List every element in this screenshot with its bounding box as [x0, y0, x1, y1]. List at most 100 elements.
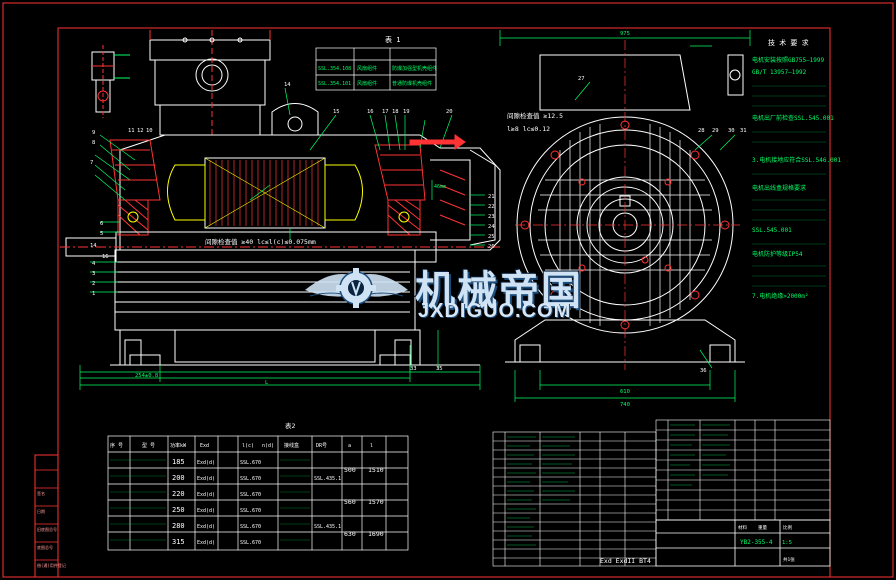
t2-header-9: l — [370, 443, 373, 449]
note-line-5: SSL.545.001 — [752, 227, 792, 234]
t2-code-2: SSL.670 — [240, 492, 261, 498]
t2-header-1: 型 号 — [142, 442, 155, 449]
t2-header-5: n(d) — [262, 443, 274, 449]
parts-list-right — [655, 419, 831, 521]
part-num-left-8: 1 — [92, 291, 95, 297]
left-strip-label-4: 借(通)用件登记 — [37, 562, 66, 568]
title-scale: 1:5 — [782, 540, 792, 546]
dim-740: 740 — [620, 402, 630, 408]
left-strip-label-2: 旧底图总号 — [37, 526, 57, 532]
end-view-dimensions — [499, 30, 751, 402]
part-num-left-4: 5 — [100, 231, 103, 237]
part-num-end-2: 29 — [712, 128, 719, 134]
part-num-left-2: 7 — [90, 160, 93, 166]
watermark-text-cn: 机械帝国 — [415, 268, 583, 314]
t2-dim-0: 500 — [344, 466, 356, 474]
t2-power-0: 185 — [172, 458, 185, 466]
t2-header-6: 接线盒 — [284, 442, 299, 449]
t2-power-5: 315 — [172, 538, 185, 546]
part-num-end-4: 31 — [740, 128, 747, 134]
t2-power-2: 220 — [172, 490, 185, 498]
table-1-r1-c2: 普通防爆机壳组件 — [392, 80, 432, 87]
side-view-dimensions — [79, 180, 481, 390]
shaft-gap-note: 间隙检查值 ≥12.5 — [507, 111, 563, 120]
part-num-left-6: 3 — [92, 271, 95, 277]
dim-610: 610 — [620, 389, 630, 395]
left-strip-label-1: 日期 — [37, 508, 45, 514]
motor-side-section: 11 12 10 14 15 16 17 18 19 20 9 8 7 6 5 … — [60, 30, 563, 390]
t2-code-5: SSL.670 — [240, 540, 261, 546]
note-line-4: 电机出线盒规格要求 — [752, 184, 806, 192]
part-num-end-1: 28 — [698, 128, 705, 134]
part-num-left-5: 4 — [92, 261, 96, 267]
t2-power-1: 200 — [172, 474, 185, 482]
t2-part-ref-0: SSL.435.1 — [314, 476, 341, 482]
title-field-weight: 重量 — [758, 524, 767, 531]
title-drawing-name: YB2-355-4 — [740, 539, 773, 546]
title-model: Exd ExdII BT4 — [600, 557, 651, 565]
t2-dim-2: 630 — [344, 530, 356, 538]
part-num-top-4: 15 — [333, 109, 340, 115]
t2-header-3: Exd — [200, 443, 209, 449]
part-num-left-0: 9 — [92, 130, 95, 136]
part-num-right-0: 21 — [488, 194, 495, 200]
part-num-right-4: 25 — [488, 234, 495, 240]
part-num-top-2: 10 — [146, 128, 153, 134]
t2-power-3: 250 — [172, 506, 185, 514]
table-1-r1-c1: 风扇组件 — [357, 80, 377, 87]
title-field-material: 材料 — [738, 524, 747, 531]
note-line-0: 电机安装按照GB755—1999 — [752, 56, 825, 64]
t2-enc-3: Exd(d) — [197, 508, 215, 514]
note-line-6: 电机防护等级IP54 — [752, 250, 803, 258]
cooling-fan — [430, 149, 496, 246]
leader-lines — [90, 87, 485, 370]
part-num-end-5: 33 — [410, 366, 417, 372]
note-line-1: GB/T 13957—1992 — [752, 69, 807, 76]
part-num-top-9: 20 — [446, 109, 453, 115]
motor-shaft — [60, 231, 500, 263]
part-num-top-0: 11 — [128, 128, 135, 134]
t2-header-0: 序 号 — [110, 442, 123, 449]
shaft-gap-note-2: l≥8 lc≤0.12 — [507, 125, 550, 133]
t2-enc-5: Exd(d) — [197, 540, 215, 546]
part-num-right-1: 22 — [488, 204, 495, 210]
dim-14: 14 — [90, 243, 97, 249]
notes-title: 技 术 要 求 — [768, 38, 809, 47]
t2-code-4: SSL.670 — [240, 524, 261, 530]
table-1-r0-c2: 防爆加强型机壳组件 — [392, 65, 437, 72]
watermark-text-en: JXDIGUO.COM — [418, 300, 572, 322]
t2-part-ref-1: SSL.435.1 — [314, 524, 341, 530]
part-num-top-8: 19 — [403, 109, 410, 115]
dim-L: L — [265, 380, 269, 386]
table-1-title: 表 1 — [385, 35, 400, 44]
dim-975: 975 — [620, 31, 630, 37]
part-num-top-7: 18 — [392, 109, 399, 115]
note-line-2: 电机出厂前检查SSL.545.001 — [752, 114, 834, 122]
drive-end-bearing — [109, 139, 161, 236]
t2-len-2: 1690 — [368, 530, 384, 538]
t2-header-7: DR号 — [316, 443, 327, 449]
part-num-left-3: 6 — [100, 221, 103, 227]
t2-code-0: SSL.670 — [240, 460, 261, 466]
part-num-right-2: 23 — [488, 214, 495, 220]
t2-len-0: 1510 — [368, 466, 384, 474]
part-num-top-3: 14 — [284, 82, 291, 88]
shaft-detail-view — [91, 45, 130, 118]
note-line-3: 3.电机接地应符合SSL.546.001 — [752, 156, 841, 164]
part-num-end-0: 27 — [578, 76, 585, 82]
table-2 — [107, 435, 409, 551]
air-gap-note: 间隙检查值 ≥40 lc≤l(c)≤0.075mm — [205, 237, 316, 246]
highlight-arrow — [409, 134, 466, 150]
t2-code-3: SSL.670 — [240, 508, 261, 514]
table-1 — [315, 47, 437, 91]
table-1-r0-c0: SSL.354.108 — [318, 66, 351, 72]
dim-16: 16 — [102, 254, 109, 260]
part-num-left-7: 2 — [92, 281, 95, 287]
part-num-right-5: 26 — [488, 244, 495, 250]
dim-254: 254±0.8 — [135, 373, 158, 379]
title-block — [655, 519, 831, 567]
t2-header-2: 功率kW — [170, 442, 187, 449]
part-num-right-3: 24 — [488, 224, 495, 230]
